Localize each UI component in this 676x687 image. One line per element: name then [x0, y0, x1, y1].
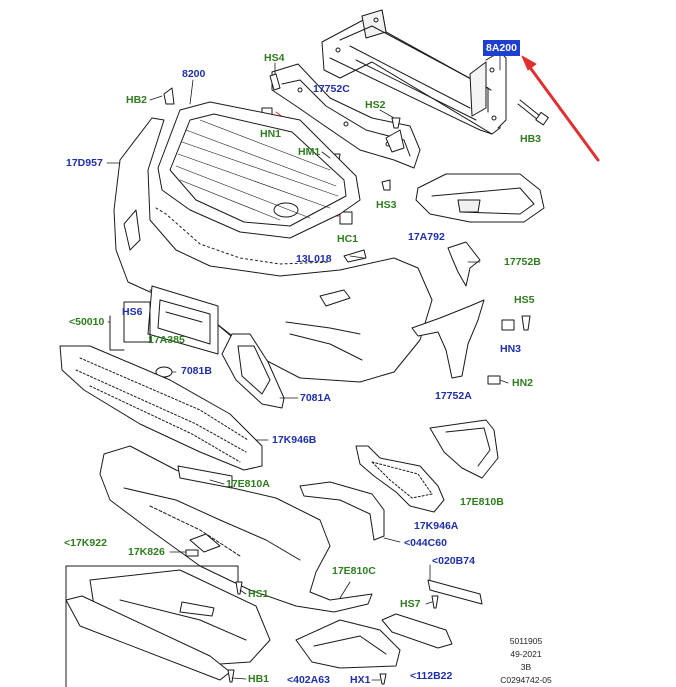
label-17a385: 17A385: [148, 334, 185, 346]
ref-number-2: 49-2021: [510, 649, 542, 659]
label-17e810a: 17E810A: [226, 478, 270, 490]
clip-hn3: [501, 319, 515, 331]
box-50010: [109, 301, 151, 351]
panel-402a63: [295, 619, 401, 669]
reinforcement-beam: [321, 9, 507, 135]
label-17e810c: 17E810C: [332, 565, 376, 577]
label-17e810b: 17E810B: [460, 496, 504, 508]
bolt-hs1: [235, 581, 243, 595]
label-17752c: 17752C: [313, 83, 350, 95]
side-vent-7081a: [221, 333, 285, 409]
grille-mesh: [175, 119, 339, 221]
ref-number-1: 5011905: [509, 636, 543, 646]
label-13l018: 13L018: [296, 253, 332, 265]
license-plate-bracket: [147, 285, 219, 355]
label-402a63: <402A63: [287, 674, 330, 686]
highlight-arrow: [521, 55, 600, 162]
label-hs5: HS5: [514, 294, 535, 306]
ref-number-3: 3B: [520, 662, 532, 672]
upper-bracket: [271, 63, 421, 169]
clip-hx1: [379, 673, 387, 685]
skid-plate-box: [65, 565, 271, 687]
label-17k922: <17K922: [64, 537, 107, 549]
label-17k946b: 17K946B: [272, 434, 317, 446]
right-lower-grille: [355, 445, 445, 513]
label-112b22: <112B22: [410, 670, 453, 682]
bolt-hb1: [227, 669, 235, 683]
clip-hs3: [381, 179, 391, 191]
clip-hs4: [269, 73, 281, 91]
label-020b74: <020B74: [432, 555, 475, 567]
label-17752a: 17752A: [435, 390, 472, 402]
label-hb2: HB2: [126, 94, 148, 106]
label-17752b: 17752B: [504, 256, 541, 268]
label-8a200: 8A200: [483, 40, 520, 56]
undertray: [99, 445, 373, 613]
label-17k826: 17K826: [128, 546, 165, 558]
label-7081b: 7081B: [181, 365, 212, 377]
trim-112b22: [381, 613, 453, 649]
label-hb1: HB1: [248, 673, 270, 685]
label-hs6: HS6: [122, 306, 143, 318]
clip-hs2: [391, 117, 401, 129]
clip-hb2: [163, 87, 175, 105]
label-hx1: HX1: [350, 674, 371, 686]
bolt-hs7: [431, 595, 439, 609]
label-hs2: HS2: [365, 99, 386, 111]
label-hm1: HM1: [298, 146, 321, 158]
label-hs3: HS3: [376, 199, 397, 211]
leader-lines: [106, 55, 509, 681]
bolt-hb3: [517, 99, 549, 126]
label-hb3: HB3: [520, 133, 542, 145]
bracket-17752a: [411, 299, 485, 379]
label-7081a: 7081A: [300, 392, 331, 404]
label-044c60: <044C60: [404, 537, 447, 549]
lower-grille: [59, 345, 263, 471]
clip-hn2: [487, 375, 501, 385]
air-deflector: [415, 173, 545, 223]
label-17k946a: 17K946A: [414, 520, 459, 532]
label-hs1: HS1: [248, 588, 269, 600]
label-hn1: HN1: [260, 128, 282, 140]
trim-020b74: [427, 579, 483, 605]
clip-hs5: [521, 315, 531, 331]
label-hs7: HS7: [400, 598, 421, 610]
clip-17k826: [185, 549, 199, 557]
label-hs4: HS4: [264, 52, 285, 64]
trim-17e810b: [429, 419, 499, 479]
label-hn3: HN3: [500, 343, 522, 355]
label-17a792: 17A792: [408, 231, 445, 243]
label-hn2: HN2: [512, 377, 534, 389]
bracket-17752b: [447, 241, 481, 287]
label-50010: <50010: [69, 316, 105, 328]
ref-number-4: C0294742-05: [500, 675, 552, 685]
label-8200: 8200: [182, 68, 206, 80]
trim-044c60: [299, 481, 385, 541]
label-hc1: HC1: [337, 233, 359, 245]
label-17d957: 17D957: [66, 157, 103, 169]
